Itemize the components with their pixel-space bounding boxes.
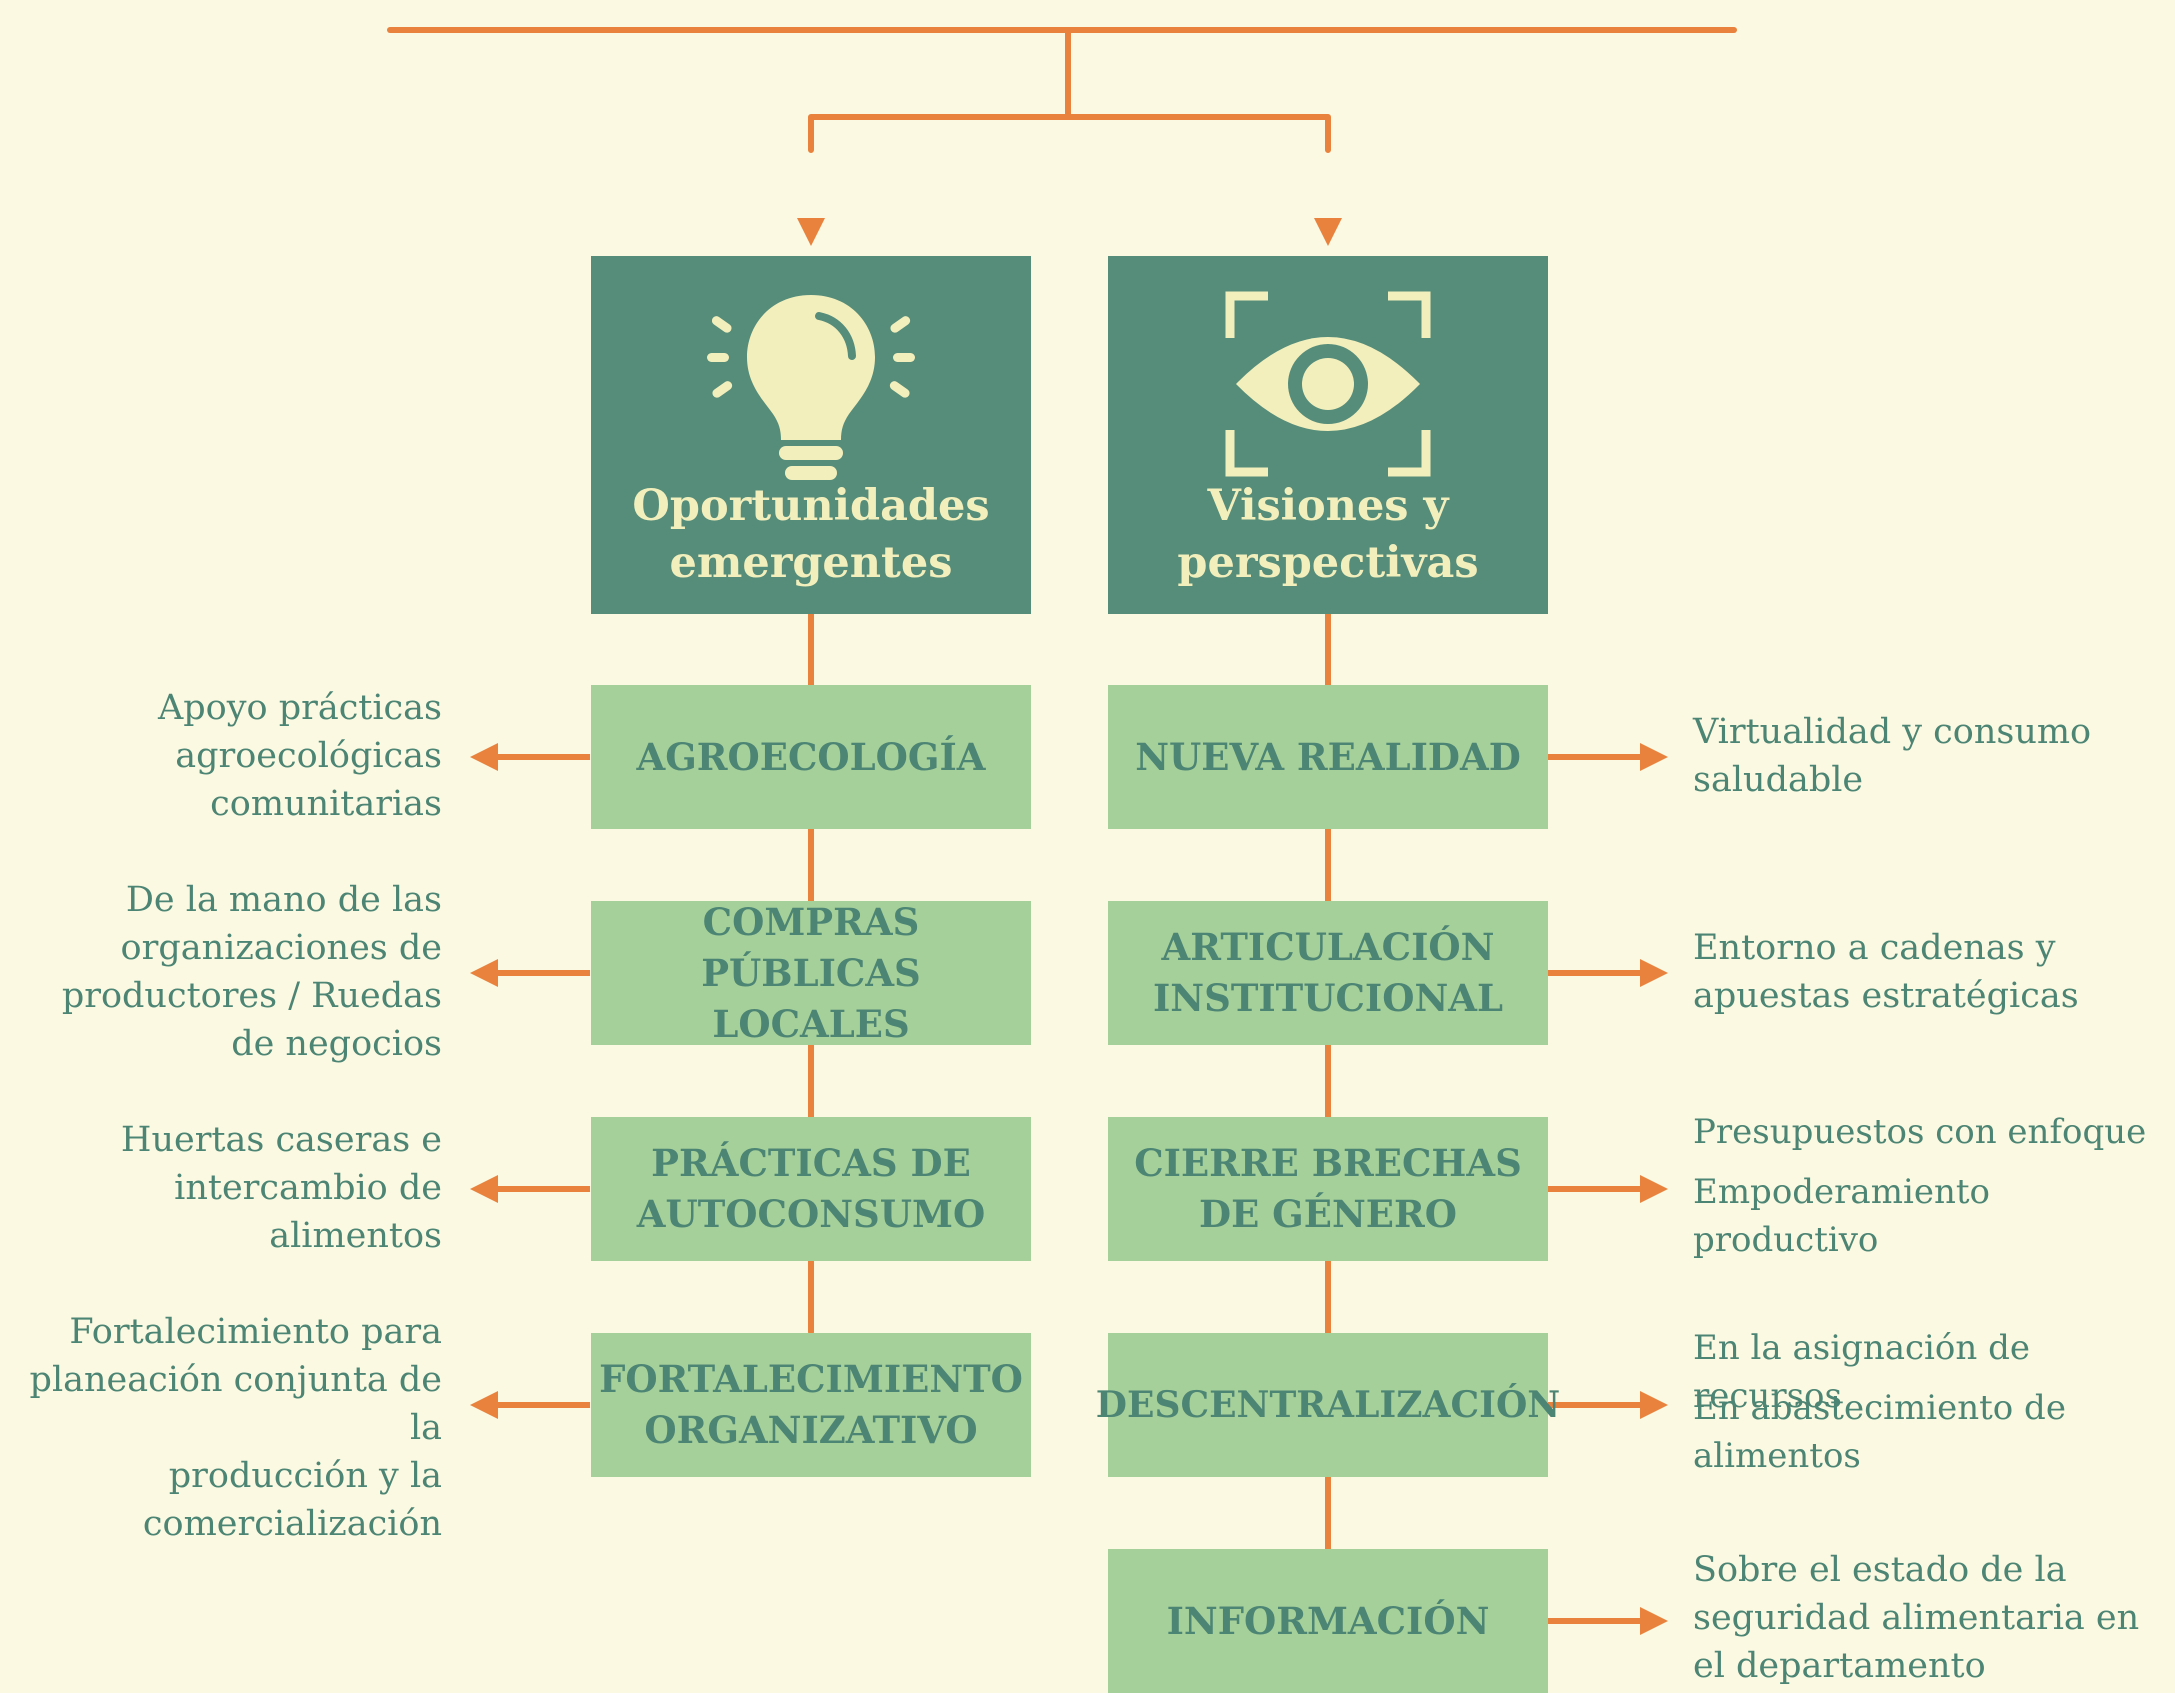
note-presupuestos: Presupuestos con enfoque [1693,1112,2147,1152]
note-agroecologia: Apoyo prácticas agroecológicas comunitar… [157,688,442,824]
branch-line [808,114,1331,153]
box-practicas-autoconsumo: PRÁCTICAS DE AUTOCONSUMO [591,1117,1031,1261]
note-practicas-autoconsumo: Huertas caseras e intercambio de aliment… [120,1120,442,1256]
lightbulb-icon [707,295,915,480]
box-informacion: INFORMACIÓN [1108,1549,1548,1693]
box-fortalecimiento: FORTALECIMIENTO ORGANIZATIVO [591,1333,1031,1477]
note-abastecimiento: En abastecimiento de alimentos [1693,1388,2066,1476]
header-title: Oportunidades emergentes [632,481,990,588]
note-informacion: Sobre el estado de la seguridad alimenta… [1693,1550,2140,1686]
box-articulacion: ARTICULACIÓN INSTITUCIONAL [1108,901,1548,1045]
box-descentralizacion: DESCENTRALIZACIÓN [1096,1333,1560,1477]
note-asignacion-recursos: En la asignación de recursos [1693,1328,2030,1416]
box-cierre-brechas: CIERRE BRECHAS DE GÉNERO [1108,1117,1548,1261]
note-compras-publicas: De la mano de las organizaciones de prod… [61,880,442,1064]
eye-focus-icon [1225,291,1431,477]
box-nueva-realidad: NUEVA REALIDAD [1108,685,1548,829]
box-compras-publicas: COMPRAS PÚBLICAS LOCALES [591,900,1031,1046]
note-empoderamiento: Empoderamiento productivo [1693,1172,1990,1260]
note-articulacion: Entorno a cadenas y apuestas estratégica… [1693,928,2079,1016]
box-agroecologia: AGROECOLOGÍA [591,685,1031,829]
note-nueva-realidad: Virtualidad y consumo saludable [1693,712,2092,800]
header-visiones: Visiones y perspectivas [1108,256,1548,614]
note-fortalecimiento: Fortalecimiento para planeación conjunta… [29,1312,442,1544]
arrow-down-right [1314,218,1342,246]
header-oportunidades: Oportunidades emergentes [591,256,1031,614]
header-title: Visiones y perspectivas [1177,481,1479,588]
arrow-down-left [797,218,825,246]
